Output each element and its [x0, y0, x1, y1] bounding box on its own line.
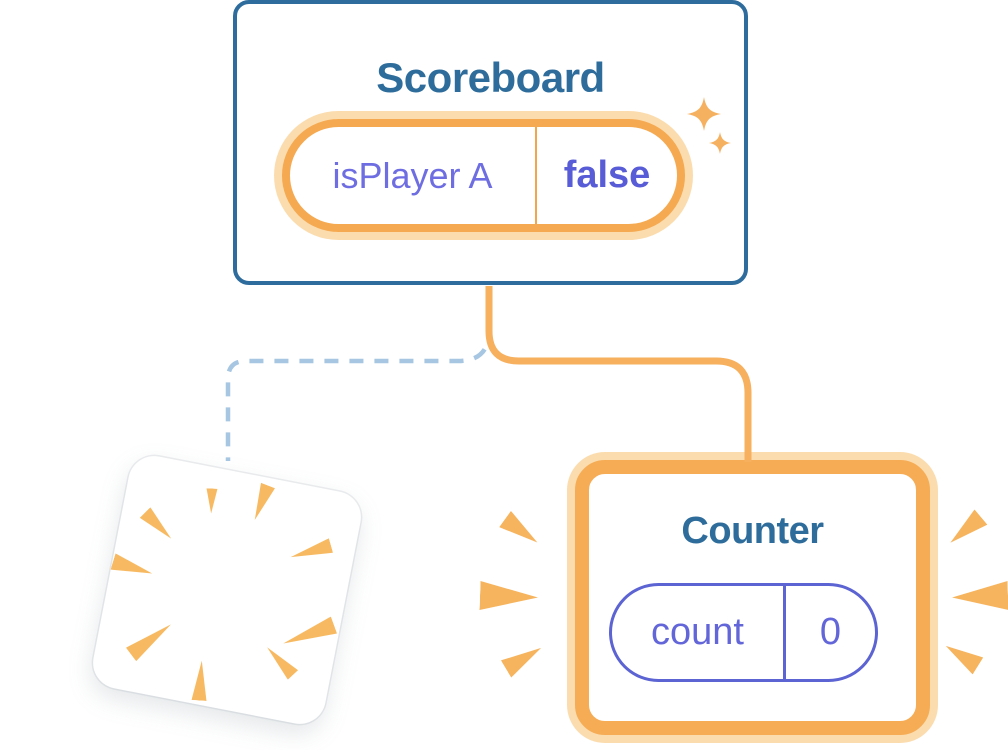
scoreboard-state-pill: isPlayer A false	[282, 119, 685, 232]
state-value-cell: false	[535, 127, 677, 224]
state-name: count	[651, 611, 744, 653]
counter-state-pill: count 0	[609, 583, 878, 682]
state-value: false	[563, 154, 651, 196]
burst-mark-icon	[479, 581, 538, 612]
burst-mark-icon	[944, 509, 987, 550]
burst-mark-icon	[499, 511, 543, 551]
state-name-cell: isPlayer A	[290, 127, 535, 224]
scoreboard-title: Scoreboard	[376, 54, 605, 101]
burst-mark-icon	[952, 581, 1008, 612]
state-name-cell: count	[612, 586, 783, 679]
poof-card	[88, 451, 366, 729]
burst-mark-icon	[940, 637, 983, 674]
state-value-cell: 0	[783, 586, 875, 679]
counter-card: Counter count 0	[575, 460, 930, 735]
burst-mark-icon	[501, 639, 546, 677]
counter-title: Counter	[681, 510, 824, 552]
state-value: 0	[819, 611, 842, 653]
scoreboard-card: Scoreboard isPlayer A false	[233, 0, 748, 285]
orange-connector-line	[485, 286, 752, 462]
state-name: isPlayer A	[332, 154, 493, 196]
dashed-connector-line	[225, 300, 492, 461]
sparkle-icon	[687, 97, 731, 154]
